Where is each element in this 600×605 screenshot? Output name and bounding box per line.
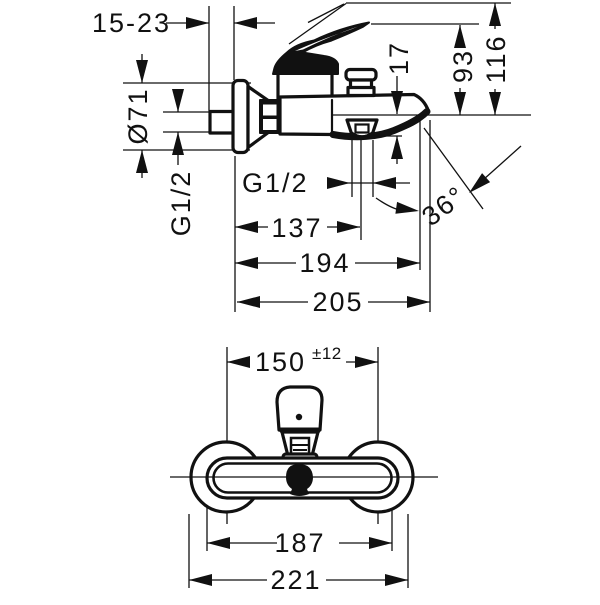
dim-label-overall-width: 221 bbox=[270, 565, 321, 595]
dim-label-outlet-thread: G1/2 bbox=[242, 168, 309, 198]
extension-lines bbox=[123, 2, 511, 588]
dim-label-spout-tip-drop: 17 bbox=[384, 41, 414, 75]
dim-label-depth-total: 205 bbox=[312, 287, 363, 317]
mixer-front-view bbox=[170, 385, 438, 514]
dim-label-body-width: 187 bbox=[274, 528, 325, 558]
lever-handle-side bbox=[272, 21, 370, 75]
spout-nose-line bbox=[413, 93, 429, 114]
dim-label-depth-mid: 194 bbox=[299, 248, 350, 278]
dim-label-wall-depth: 15-23 bbox=[92, 8, 171, 38]
dim-label-escutcheon-diameter: Ø71 bbox=[123, 87, 153, 144]
dim-label-spout-angle: 36° bbox=[416, 180, 471, 232]
dim-label-height-body: 93 bbox=[448, 49, 478, 83]
dim-label-connection-tolerance: ±12 bbox=[312, 344, 342, 363]
wall-union-fitting bbox=[208, 109, 236, 135]
diverter-knob-front bbox=[286, 464, 313, 496]
lever-handle-front bbox=[275, 385, 324, 464]
aerator-outlet bbox=[345, 118, 379, 140]
dim-label-connection-distance: 150 bbox=[255, 347, 306, 377]
dim-label-height-max: 116 bbox=[481, 34, 511, 83]
lever-highlight bbox=[295, 26, 358, 51]
dim-label-spout-reach: 137 bbox=[271, 213, 322, 243]
dimension-labels: 15-23 Ø71 G1/2 17 93 116 G1/2 137 194 20… bbox=[92, 8, 511, 595]
diverter-knob-side bbox=[344, 67, 378, 98]
dim-label-inlet-thread: G1/2 bbox=[166, 170, 196, 237]
handle-dot bbox=[295, 413, 303, 421]
escutcheon-plate bbox=[231, 78, 250, 155]
